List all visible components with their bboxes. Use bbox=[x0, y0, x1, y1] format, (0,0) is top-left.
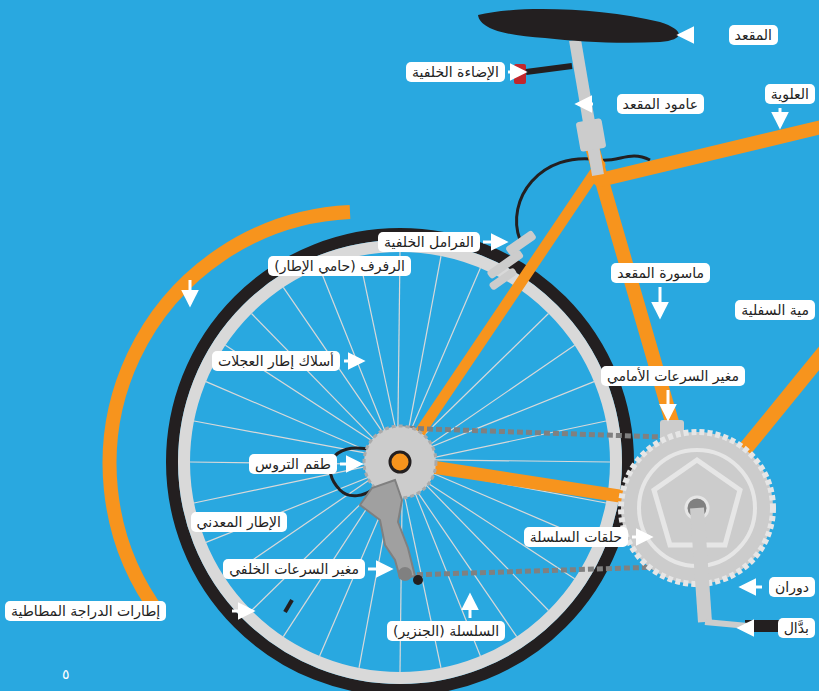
part-label: طقم التروس bbox=[249, 454, 337, 474]
part-label: الإطار المعدني bbox=[191, 512, 287, 532]
frame bbox=[400, 125, 819, 508]
part-label: بدَّال bbox=[778, 618, 815, 638]
part-label: الرفرف (حامي الإطار) bbox=[268, 256, 411, 276]
seat-post bbox=[575, 40, 598, 175]
part-label: السلسلة (الجنزير) bbox=[387, 621, 505, 641]
part-label: ماسورة المقعد bbox=[611, 263, 710, 283]
part-label: مية السفلية bbox=[735, 300, 815, 320]
part-label: المقعد bbox=[729, 25, 778, 45]
part-label: أسلاك إطار العجلات bbox=[212, 351, 340, 371]
part-label: حلقات السلسلة bbox=[524, 527, 628, 547]
part-label: عامود المقعد bbox=[617, 94, 704, 114]
part-label: مغير السرعات الأمامي bbox=[601, 366, 745, 386]
tire bbox=[172, 234, 628, 690]
rear-light bbox=[514, 64, 526, 84]
part-label: مغير السرعات الخلفي bbox=[223, 559, 365, 579]
part-label: الإضاءة الخلفية bbox=[406, 62, 505, 82]
rim bbox=[184, 246, 616, 678]
seat-clamp bbox=[576, 118, 607, 152]
page-number: ٥ bbox=[62, 664, 70, 684]
part-label: الفرامل الخلفية bbox=[378, 232, 480, 252]
crank-arm bbox=[697, 508, 705, 622]
part-label: العلوية bbox=[765, 84, 815, 104]
leader-arrows bbox=[190, 35, 780, 628]
part-label: دوران bbox=[769, 577, 815, 597]
spokes bbox=[190, 252, 610, 672]
part-label: إطارات الدراجة المطاطية bbox=[5, 601, 166, 621]
rear-derailleur bbox=[360, 480, 415, 578]
valve bbox=[285, 600, 292, 612]
rear-brake bbox=[486, 230, 537, 291]
saddle bbox=[478, 9, 679, 43]
